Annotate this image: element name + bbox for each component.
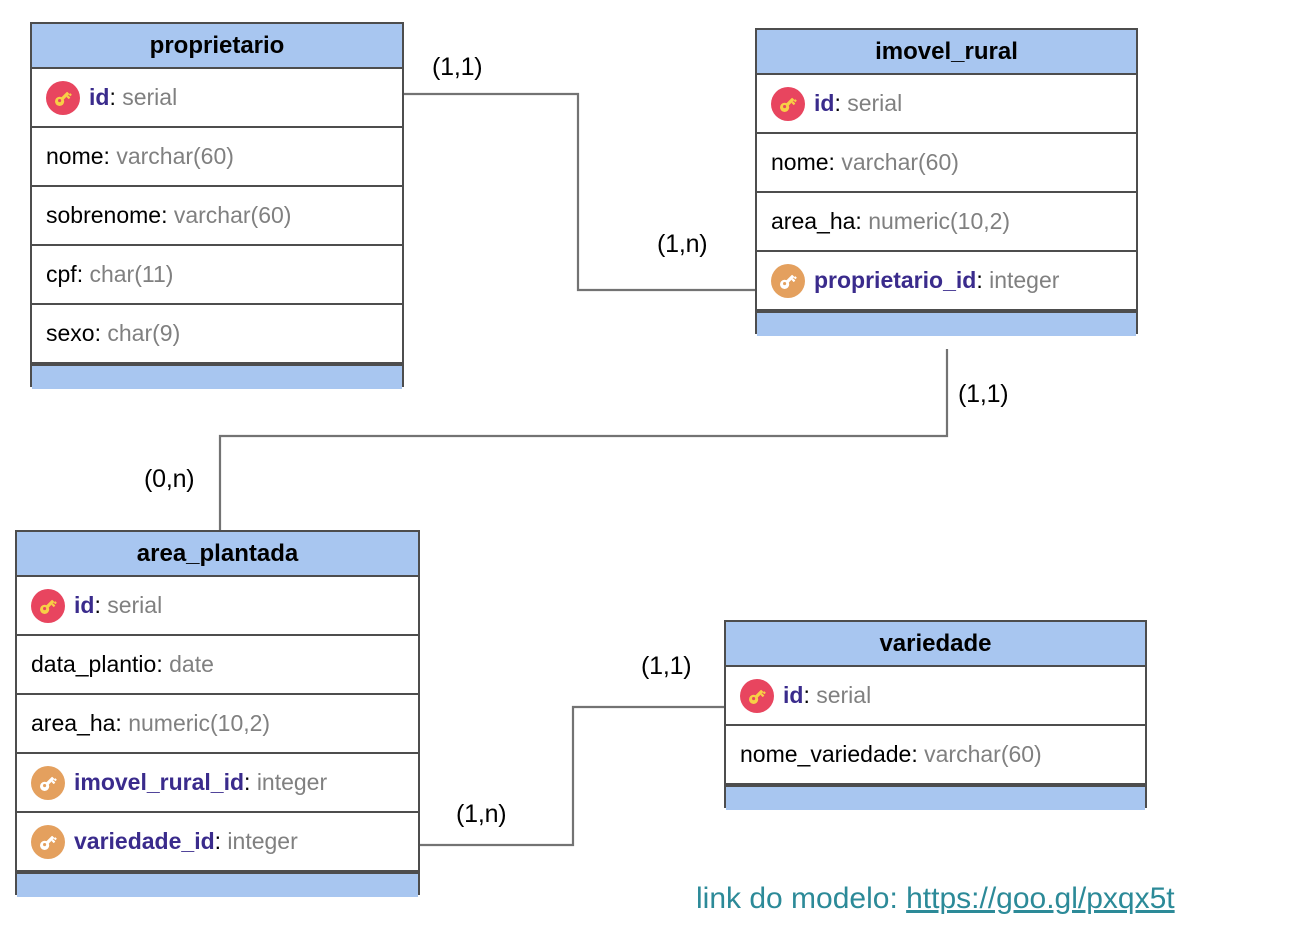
field-name: area_ha [31,710,116,736]
field-separator: : [115,710,129,736]
model-link-url[interactable]: https://goo.gl/pxqx5t [906,882,1175,915]
field-row-area_plantada-id[interactable]: id: serial [17,577,418,636]
field-name: nome_variedade [740,741,912,767]
field-row-area_plantada-imovel_rural_id[interactable]: imovel_rural_id: integer [17,754,418,813]
field-separator: : [94,320,108,346]
field-separator: : [855,208,869,234]
model-link-caption: link do modelo: https://goo.gl/pxqx5t [696,882,1175,916]
field-type: char(11) [89,261,174,287]
field-name: sobrenome [46,202,162,228]
field-type: varchar(60) [841,149,959,175]
connector-area_plantada-variedade [420,705,724,847]
entity-title-area_plantada: area_plantada [17,532,418,577]
primary-key-icon [740,678,774,713]
field-separator: : [803,682,817,708]
field-separator: : [834,90,848,116]
entity-footer-proprietario [32,364,402,389]
field-name: sexo [46,320,95,346]
entity-title-imovel_rural: imovel_rural [757,30,1136,75]
field-type: numeric(10,2) [868,208,1011,234]
field-type: varchar(60) [173,202,292,228]
field-type: serial [107,592,163,618]
entity-title-proprietario: proprietario [32,24,402,69]
field-row-area_plantada-area_ha[interactable]: area_ha: numeric(10,2) [17,695,418,754]
primary-key-icon [46,80,80,115]
field-row-variedade-id[interactable]: id: serial [726,667,1145,726]
connector-proprietario-imovel_rural [404,92,755,292]
field-type: serial [847,90,903,116]
field-separator: : [76,261,90,287]
field-name: id [74,592,95,618]
field-separator: : [828,149,842,175]
field-row-imovel_rural-area_ha[interactable]: area_ha: numeric(10,2) [757,193,1136,252]
field-name: area_ha [771,208,856,234]
entity-footer-area_plantada [17,872,418,897]
field-name: data_plantio [31,651,157,677]
field-row-imovel_rural-id[interactable]: id: serial [757,75,1136,134]
field-row-imovel_rural-proprietario_id[interactable]: proprietario_id: integer [757,252,1136,311]
foreign-key-icon [771,263,805,298]
cardinality-label: (1,1) [641,652,692,680]
field-name: cpf [46,261,77,287]
field-row-area_plantada-variedade_id[interactable]: variedade_id: integer [17,813,418,872]
field-name: imovel_rural_id [74,769,245,795]
field-separator: : [161,202,174,228]
field-separator: : [94,592,108,618]
field-type: integer [989,267,1060,293]
field-name: nome [46,143,104,169]
field-separator: : [976,267,990,293]
field-type: serial [816,682,872,708]
entity-title-variedade: variedade [726,622,1145,667]
field-separator: : [103,143,117,169]
field-type: numeric(10,2) [128,710,271,736]
field-name: variedade_id [74,828,215,854]
cardinality-label: (1,1) [432,53,483,81]
entity-footer-variedade [726,785,1145,810]
primary-key-icon [31,588,65,623]
field-name: id [783,682,804,708]
field-row-area_plantada-data_plantio[interactable]: data_plantio: date [17,636,418,695]
field-separator: : [911,741,925,767]
cardinality-label: (1,n) [657,230,708,258]
field-separator: : [244,769,257,795]
entity-footer-imovel_rural [757,311,1136,336]
cardinality-label: (1,n) [456,800,507,828]
field-row-proprietario-sexo[interactable]: sexo: char(9) [32,305,402,364]
field-type: serial [122,84,178,110]
field-name: nome [771,149,829,175]
field-type: date [169,651,214,677]
field-separator: : [214,828,228,854]
field-name: proprietario_id [814,267,977,293]
cardinality-label: (0,n) [144,465,195,493]
field-separator: : [109,84,123,110]
connector-imovel_rural-area_plantada [218,349,949,530]
field-type: varchar(60) [924,741,1042,767]
field-type: char(9) [107,320,181,346]
field-row-proprietario-cpf[interactable]: cpf: char(11) [32,246,402,305]
field-type: varchar(60) [116,143,234,169]
field-name: id [89,84,110,110]
field-row-proprietario-sobrenome[interactable]: sobrenome: varchar(60) [32,187,402,246]
cardinality-label: (1,1) [958,380,1009,408]
field-row-imovel_rural-nome[interactable]: nome: varchar(60) [757,134,1136,193]
foreign-key-icon [31,824,65,859]
field-type: integer [256,769,328,795]
field-name: id [814,90,835,116]
primary-key-icon [771,86,805,121]
model-link-prefix: link do modelo: [696,882,907,915]
field-separator: : [156,651,170,677]
foreign-key-icon [31,765,65,800]
field-type: integer [227,828,298,854]
field-row-proprietario-nome[interactable]: nome: varchar(60) [32,128,402,187]
field-row-variedade-nome_variedade[interactable]: nome_variedade: varchar(60) [726,726,1145,785]
field-row-proprietario-id[interactable]: id: serial [32,69,402,128]
